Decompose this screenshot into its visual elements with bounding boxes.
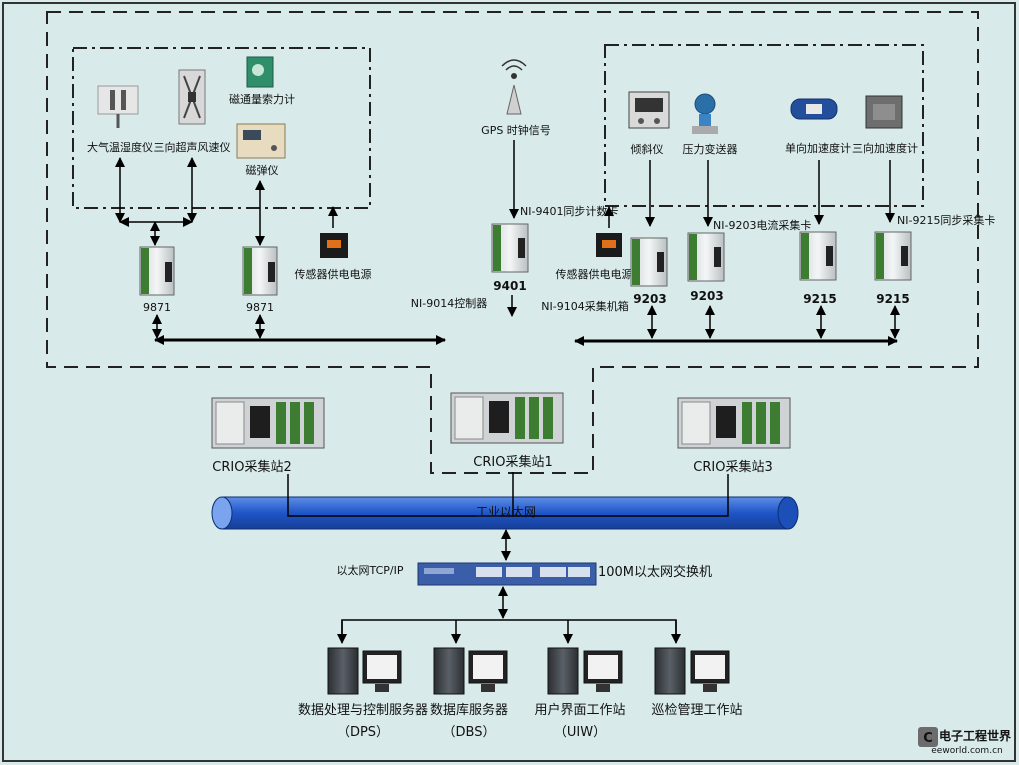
industrial-ethernet-pipe [211, 496, 799, 530]
module-9401-label: 9401 [493, 279, 526, 293]
right-sensor-box [604, 44, 924, 207]
tri-accelerometer-icon [865, 95, 903, 129]
pressure-transmitter-icon [692, 93, 718, 134]
module-9871-b [242, 246, 278, 296]
uni-accelerometer-icon [790, 98, 838, 120]
magnetic-elastic-label: 磁弹仪 [246, 163, 279, 177]
tri-accel-label: 三向加速度计 [852, 141, 918, 155]
watermark-brand: 电子工程世界 [939, 728, 1011, 743]
module-9203-b-label: 9203 [690, 289, 723, 303]
module-9871-a [139, 246, 175, 296]
crio-station-2-label: CRIO采集站2 [212, 459, 291, 475]
computer-inspection-icon [654, 647, 730, 695]
server-uiw-abbr: （UIW） [554, 725, 606, 740]
gps-antenna-icon [501, 59, 527, 115]
server-uiw-name: 用户界面工作站 [534, 702, 625, 718]
crio-station-3 [677, 397, 791, 449]
chassis-label: NI-9104采集机箱 [541, 299, 628, 313]
module-9215-a-label: 9215 [803, 292, 836, 306]
server-bus [341, 619, 677, 642]
ethernet-switch-icon [417, 562, 597, 586]
left-sensor-box [72, 47, 371, 209]
left-power-label: 传感器供电电源 [295, 267, 372, 281]
controller-label: NI-9014控制器 [411, 296, 487, 310]
module-9203-b [687, 232, 725, 282]
station1-boundary [46, 11, 979, 474]
module-9203-a [630, 237, 668, 287]
crio-station-2 [211, 397, 325, 449]
inclinometer-icon [628, 91, 670, 129]
right-power-label: 传感器供电电源 [556, 267, 633, 281]
sync-card-label: NI-9215同步采集卡 [897, 213, 995, 227]
gps-label: GPS 时钟信号 [481, 123, 551, 137]
magnetic-cable-label: 磁通量索力计 [229, 92, 295, 106]
ethernet-label: 工业以太网 [476, 504, 536, 519]
module-9215-b [874, 231, 912, 281]
magnetic-elastic-meter-icon [236, 123, 286, 159]
inclinometer-label: 倾斜仪 [631, 143, 664, 156]
switch-label: 100M以太网交换机 [598, 564, 712, 580]
computer-dps-icon [327, 647, 402, 695]
temp-humidity-sensor-icon [97, 85, 139, 128]
protocol-label: 以太网TCP/IP [337, 564, 404, 577]
uni-accel-label: 单向加速度计 [785, 141, 851, 155]
server-dbs-name: 数据库服务器 [430, 702, 508, 718]
crio-station-1-label: CRIO采集站1 [473, 454, 552, 470]
module-9215-a [799, 231, 837, 281]
temp-humidity-label: 大气温湿度仪 [87, 140, 153, 154]
module-9401 [491, 223, 529, 273]
module-9203-a-label: 9203 [633, 292, 666, 306]
server-inspection-name: 巡检管理工作站 [651, 703, 742, 718]
module-9871-b-label: 9871 [246, 301, 274, 314]
computer-dbs-icon [433, 647, 508, 695]
computer-uiw-icon [547, 647, 623, 695]
pipe-connections [287, 474, 729, 517]
module-9215-b-label: 9215 [876, 292, 909, 306]
module-9871-a-label: 9871 [143, 301, 171, 314]
crio-station-1 [450, 392, 564, 444]
eeworld-logo: C [918, 727, 938, 747]
right-power-supply-icon [596, 233, 622, 257]
magnetic-cable-sensor-icon [246, 56, 274, 88]
gps-card-label: NI-9401同步计数卡 [520, 205, 618, 218]
server-dps-abbr: （DPS） [337, 725, 389, 740]
ultrasonic-wind-label: 三向超声风速仪 [154, 140, 231, 154]
ultrasonic-wind-sensor-icon [178, 69, 206, 125]
current-card-label: NI-9203电流采集卡 [713, 218, 811, 232]
crio-station-3-label: CRIO采集站3 [693, 459, 772, 475]
left-power-supply-icon [320, 233, 348, 258]
watermark-url: eeworld.com.cn [931, 746, 1002, 756]
server-dbs-abbr: （DBS） [443, 725, 496, 740]
server-dps-name: 数据处理与控制服务器 [298, 702, 428, 718]
svg-text:C: C [923, 731, 933, 746]
pressure-label: 压力变送器 [683, 142, 738, 156]
